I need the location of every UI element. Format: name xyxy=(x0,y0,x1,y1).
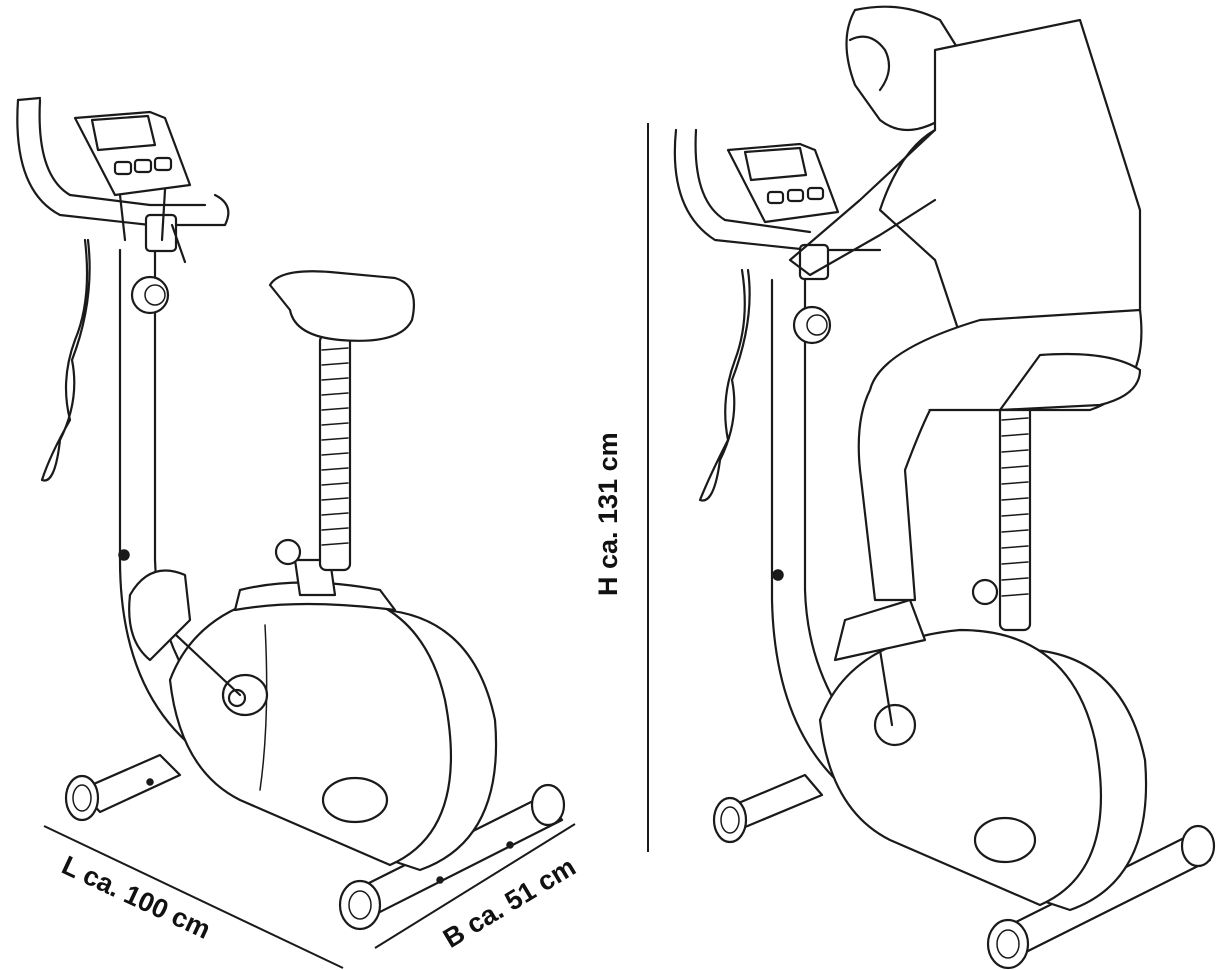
height-label: H ca. 131 cm xyxy=(593,432,623,596)
pedal-crank xyxy=(128,569,269,717)
front-stabilizer xyxy=(338,783,566,931)
seat-assembly xyxy=(268,270,416,597)
rider-figure xyxy=(788,5,1143,662)
rear-stabilizer xyxy=(64,753,182,822)
pulse-cable xyxy=(40,238,91,482)
flywheel-housing xyxy=(168,581,498,872)
console xyxy=(73,110,192,242)
width-dimension-line xyxy=(374,823,576,949)
length-dimension-line xyxy=(43,825,344,969)
handlebar xyxy=(16,96,230,315)
